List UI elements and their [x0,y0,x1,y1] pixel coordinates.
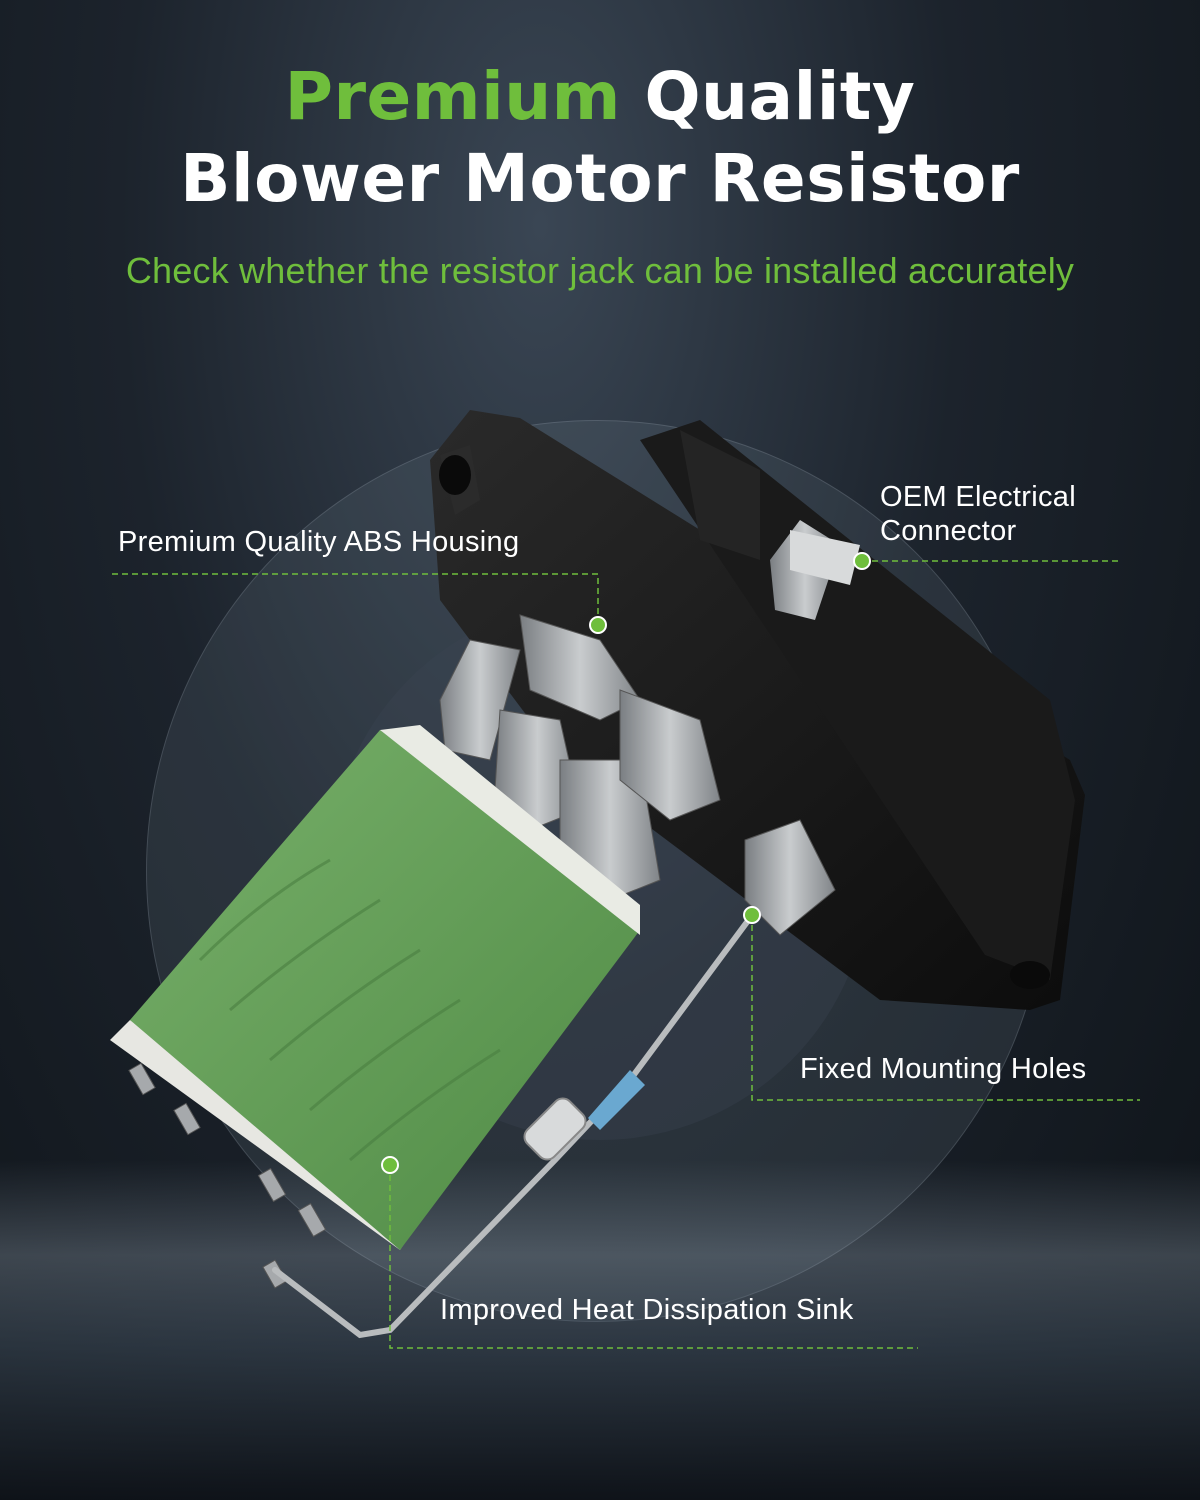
metal-terminals [439,614,836,936]
callout-heat-sink: Improved Heat Dissipation Sink [440,1294,854,1326]
callout-dots [381,552,871,1174]
leader-heat-sink [389,1165,918,1349]
electrical-connector [770,520,860,620]
callout-oem-connector: OEM Electrical Connector [880,481,1076,547]
thermal-fuse [272,915,753,1339]
headline-line-2: Blower Motor Resistor [180,140,1020,217]
dot-mounting-holes [743,906,761,924]
callout-mounting-holes: Fixed Mounting Holes [800,1053,1087,1085]
resistor-pins [128,1062,327,1289]
dot-oem-connector [853,552,871,570]
subtitle: Check whether the resistor jack can be i… [125,250,1075,291]
dot-heat-sink [381,1156,399,1174]
callout-lines [112,560,1140,1349]
callout-abs-housing: Premium Quality ABS Housing [118,526,520,558]
leader-abs-housing [112,573,599,625]
headline-line-1: Premium Quality [0,56,1200,138]
green-resistor-block [110,725,640,1250]
dot-abs-housing [589,616,607,634]
headline-rest: Quality [644,58,916,135]
background-fog [0,1160,1200,1500]
abs-housing [430,410,1085,1010]
leader-mounting-holes [751,915,1140,1101]
headline-highlight: Premium [284,58,621,135]
